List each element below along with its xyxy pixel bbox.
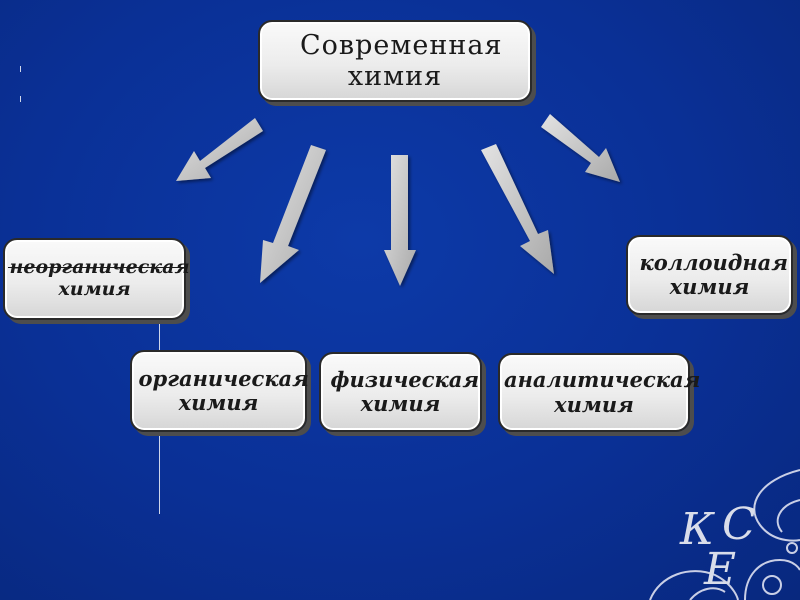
node-colloid-label: коллоидная химия [639, 249, 788, 299]
monogram-letter-e: Е [704, 544, 737, 595]
node-organic-label: органическая химия [138, 365, 309, 415]
monogram-letter-s: С [722, 499, 756, 550]
node-analytical-chemistry: аналитическая химия [498, 353, 701, 432]
node-inorganic-chemistry: неорганическая химия [3, 238, 190, 320]
monogram-letter-k: К [680, 504, 715, 555]
left-tick-mark [20, 96, 21, 102]
node-inorganic-label: неорганическая химия [9, 256, 190, 300]
root-node-modern-chemistry: Современная химия [258, 20, 532, 102]
arrow-to-physical [384, 155, 416, 286]
node-analytical-label: аналитическая химия [504, 367, 701, 417]
node-organic-chemistry: органическая химия [130, 350, 309, 432]
node-physical-label: физическая химия [330, 366, 480, 416]
arrow-to-colloid [541, 114, 620, 182]
arrow-to-organic [260, 145, 326, 283]
node-physical-chemistry: физическая химия [319, 352, 482, 432]
arrow-to-analytical [481, 144, 554, 274]
corner-ornament [649, 469, 800, 600]
left-tick-mark [20, 66, 21, 72]
node-colloid-chemistry: коллоидная химия [626, 235, 793, 315]
arrow-to-inorganic [176, 118, 263, 181]
strike-through-line [8, 267, 186, 268]
root-node-label: Современная химия [300, 29, 503, 92]
